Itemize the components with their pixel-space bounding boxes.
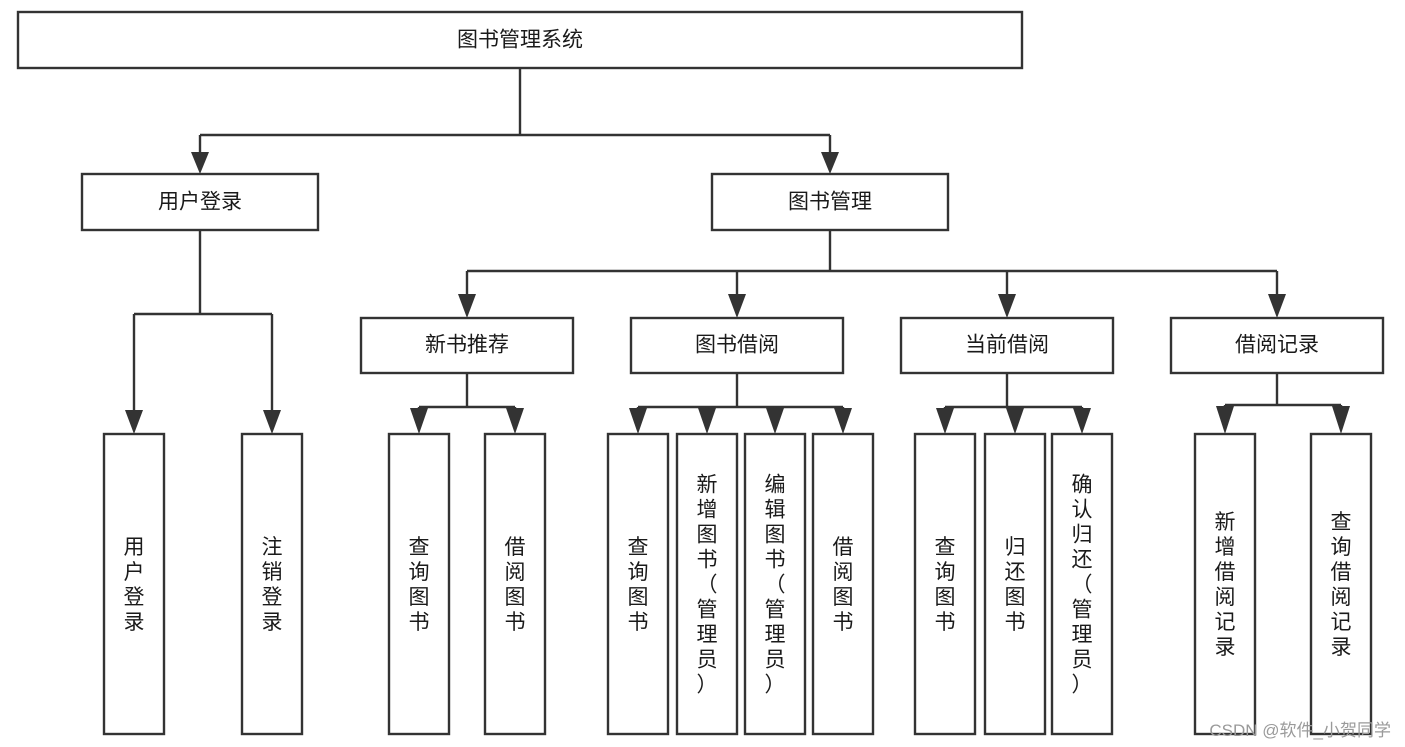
node-leaf-borrow-book-box[interactable] xyxy=(811,432,875,736)
node-leaf-user-logout-label: 注销登录 xyxy=(262,536,283,634)
arrow-head-leaf-user-logout xyxy=(263,410,281,434)
node-root-label: 图书管理系统 xyxy=(457,29,583,52)
arrow-head-leaf-add-book-admin xyxy=(698,408,716,434)
node-leaf-edit-book-admin-label: 编辑图书（管理员） xyxy=(765,474,786,697)
arrow-head-leaf-edit-book-admin xyxy=(766,408,784,434)
arrow-head-book-borrow xyxy=(728,294,746,318)
connectors-layer xyxy=(125,68,1350,434)
node-leaf-add-book-admin-box[interactable] xyxy=(675,432,739,736)
arrow-head-current-borrow xyxy=(998,294,1016,318)
node-leaf-user-login-box[interactable] xyxy=(102,432,166,736)
node-leaf-query-book-borrow[interactable]: 查询图书 xyxy=(606,432,670,736)
node-leaf-add-book-admin-label: 新增图书（管理员） xyxy=(697,474,718,697)
node-leaf-query-book-current-box[interactable] xyxy=(913,432,977,736)
node-user-login[interactable]: 用户登录 xyxy=(80,172,320,232)
node-leaf-user-login-label: 用户登录 xyxy=(124,536,145,634)
node-borrow-records-box[interactable] xyxy=(1169,316,1385,375)
node-leaf-user-logout-box[interactable] xyxy=(240,432,304,736)
node-leaf-query-book-borrow-box[interactable] xyxy=(606,432,670,736)
arrow-head-book-management xyxy=(821,152,839,174)
node-new-book-recommend-box[interactable] xyxy=(359,316,575,375)
node-leaf-confirm-return-admin[interactable]: 确认归还（管理员） xyxy=(1050,432,1114,736)
node-root[interactable]: 图书管理系统 xyxy=(16,10,1024,70)
node-book-management[interactable]: 图书管理 xyxy=(710,172,950,232)
node-leaf-query-book-recommend-label: 查询图书 xyxy=(409,536,430,634)
node-book-management-box[interactable] xyxy=(710,172,950,232)
node-leaf-query-book-recommend[interactable]: 查询图书 xyxy=(387,432,451,736)
node-leaf-return-book-label: 归还图书 xyxy=(1005,536,1026,634)
node-book-management-label: 图书管理 xyxy=(788,191,872,214)
arrow-head-user-login xyxy=(191,152,209,174)
node-leaf-query-book-borrow-label: 查询图书 xyxy=(628,536,649,634)
node-leaf-query-book-current[interactable]: 查询图书 xyxy=(913,432,977,736)
node-leaf-user-logout[interactable]: 注销登录 xyxy=(240,432,304,736)
node-leaf-confirm-return-admin-box[interactable] xyxy=(1050,432,1114,736)
node-user-login-box[interactable] xyxy=(80,172,320,232)
arrow-head-leaf-user-login xyxy=(125,410,143,434)
node-leaf-borrow-book-recommend-label: 借阅图书 xyxy=(505,536,526,634)
node-leaf-borrow-book-recommend-box[interactable] xyxy=(483,432,547,736)
node-new-book-recommend-label: 新书推荐 xyxy=(425,334,509,357)
arrow-head-leaf-borrow-book xyxy=(834,408,852,434)
node-user-login-label: 用户登录 xyxy=(158,191,242,214)
arrow-head-borrow-records xyxy=(1268,294,1286,318)
node-leaf-edit-book-admin[interactable]: 编辑图书（管理员） xyxy=(743,432,807,736)
node-leaf-add-book-admin[interactable]: 新增图书（管理员） xyxy=(675,432,739,736)
arrow-head-leaf-return-book xyxy=(1006,408,1024,434)
node-leaf-user-login[interactable]: 用户登录 xyxy=(102,432,166,736)
arrow-head-leaf-query-book-recommend xyxy=(410,408,428,434)
arrow-head-leaf-borrow-book-recommend xyxy=(506,408,524,434)
node-leaf-borrow-book-recommend[interactable]: 借阅图书 xyxy=(483,432,547,736)
node-leaf-query-borrow-record-box[interactable] xyxy=(1309,432,1373,736)
arrow-head-leaf-confirm-return-admin xyxy=(1073,408,1091,434)
node-leaf-borrow-book[interactable]: 借阅图书 xyxy=(811,432,875,736)
arrow-head-leaf-query-book-current xyxy=(936,408,954,434)
node-leaf-add-borrow-record-box[interactable] xyxy=(1193,432,1257,736)
node-leaf-query-borrow-record[interactable]: 查询借阅记录 xyxy=(1309,432,1373,736)
node-leaf-query-book-current-label: 查询图书 xyxy=(935,536,956,634)
node-leaf-return-book[interactable]: 归还图书 xyxy=(983,432,1047,736)
arrow-head-leaf-add-borrow-record xyxy=(1216,406,1234,434)
node-new-book-recommend[interactable]: 新书推荐 xyxy=(359,316,575,375)
arrow-head-leaf-query-borrow-record xyxy=(1332,406,1350,434)
node-current-borrow[interactable]: 当前借阅 xyxy=(899,316,1115,375)
node-book-borrow-label: 图书借阅 xyxy=(695,334,779,357)
node-leaf-confirm-return-admin-label: 确认归还（管理员） xyxy=(1072,474,1093,697)
arrow-head-leaf-query-book-borrow xyxy=(629,408,647,434)
arrow-head-new-book-recommend xyxy=(458,294,476,318)
node-book-borrow-box[interactable] xyxy=(629,316,845,375)
node-borrow-records-label: 借阅记录 xyxy=(1235,334,1319,357)
node-borrow-records[interactable]: 借阅记录 xyxy=(1169,316,1385,375)
node-current-borrow-label: 当前借阅 xyxy=(965,334,1049,357)
node-leaf-query-book-recommend-box[interactable] xyxy=(387,432,451,736)
node-leaf-borrow-book-label: 借阅图书 xyxy=(833,536,854,634)
node-root-box[interactable] xyxy=(16,10,1024,70)
node-current-borrow-box[interactable] xyxy=(899,316,1115,375)
node-leaf-query-borrow-record-label: 查询借阅记录 xyxy=(1331,511,1352,659)
node-book-borrow[interactable]: 图书借阅 xyxy=(629,316,845,375)
node-leaf-add-borrow-record-label: 新增借阅记录 xyxy=(1215,511,1236,659)
node-leaf-return-book-box[interactable] xyxy=(983,432,1047,736)
node-leaf-edit-book-admin-box[interactable] xyxy=(743,432,807,736)
node-leaf-add-borrow-record[interactable]: 新增借阅记录 xyxy=(1193,432,1257,736)
